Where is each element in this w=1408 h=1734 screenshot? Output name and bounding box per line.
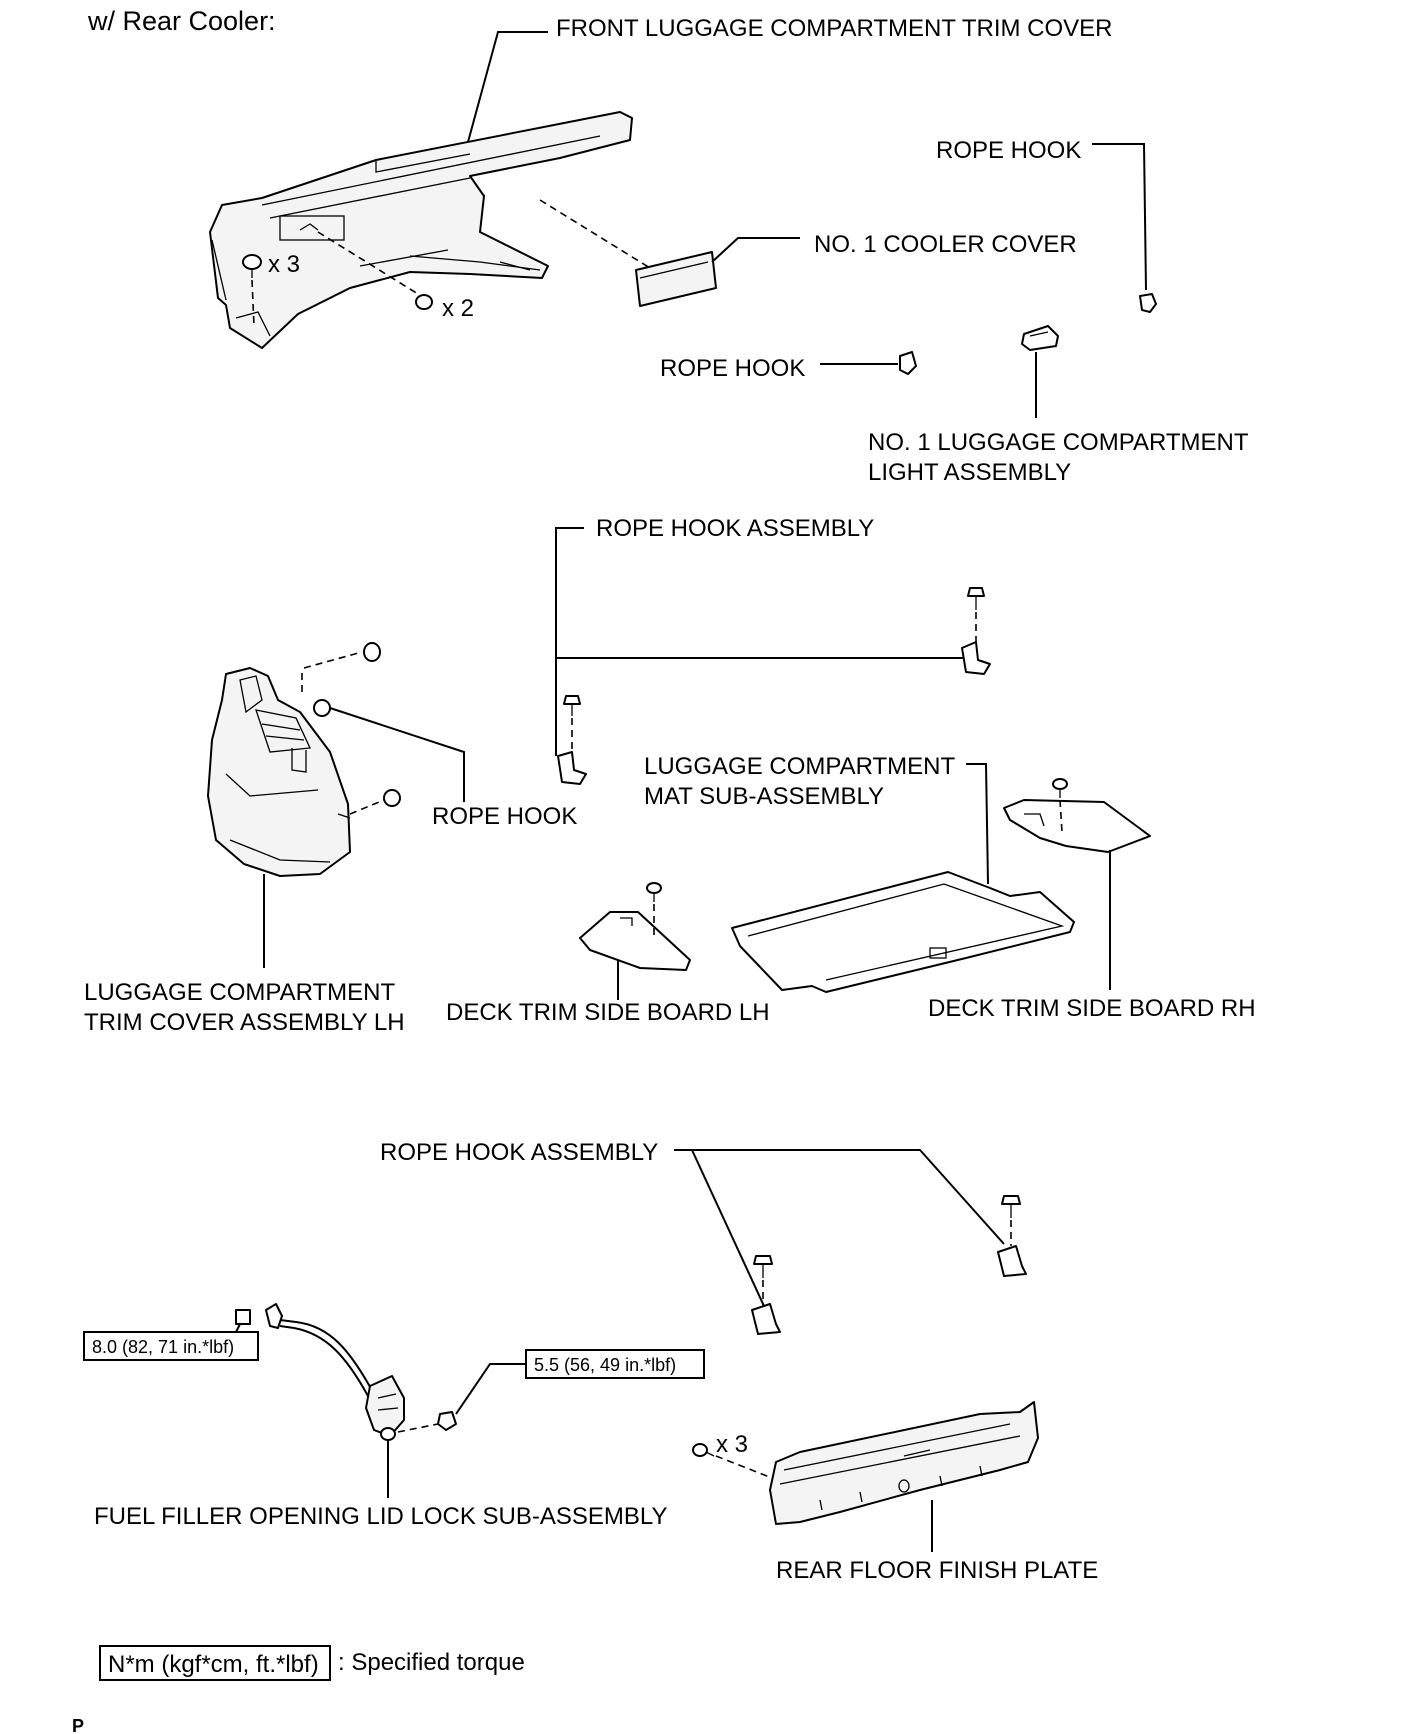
rope-hook-icon-upper [363,642,381,662]
rope-hook-icon-top-mid [899,351,917,375]
rope-hook-icon-lower [383,789,401,807]
label-rope-hook-assembly-mid: ROPE HOOK ASSEMBLY [596,515,874,542]
qty-clip-x3-top: x 3 [268,251,300,278]
legend-torque-box [99,1645,331,1681]
rope-hook-bracket-bottom-left [751,1303,781,1335]
torque-box-bolt [83,1331,259,1361]
deck-board-rh-part [1003,799,1151,853]
rope-hook-icon-middle [313,699,331,717]
luggage-mat-part [731,871,1075,993]
label-mat-line1: LUGGAGE COMPARTMENT [644,753,955,780]
label-rear-floor-plate: REAR FLOOR FINISH PLATE [776,1557,1098,1584]
torque-value-bolt: 8.0 (82, 71 in.*lbf) [92,1337,234,1357]
nut-icon-fuel-lock [437,1411,457,1431]
diagram-heading: w/ Rear Cooler: [87,6,276,36]
label-light-line1: NO. 1 LUGGAGE COMPARTMENT [868,429,1249,456]
label-rope-hook-mid-left: ROPE HOOK [432,803,577,830]
qty-clip-x2-top: x 2 [442,295,474,322]
clip-icon-x3 [242,254,262,278]
bolt-icon-deck-rh [1052,778,1068,798]
clip-icon-x3-bottom [692,1443,715,1457]
label-front-trim-cover: FRONT LUGGAGE COMPARTMENT TRIM COVER [556,15,1113,42]
rope-hook-bracket-mid-right [961,641,991,675]
legend-description: : Specified torque [338,1649,525,1676]
cooler-cover-part [635,251,717,307]
label-rope-hook-top-right: ROPE HOOK [936,137,1081,164]
trim-cover-lh-part [207,667,351,877]
bolt-icon-bottom-right [1001,1195,1021,1218]
label-light-line2: LIGHT ASSEMBLY [868,459,1071,486]
front-trim-cover-part [209,111,633,349]
label-rope-hook-top-mid: ROPE HOOK [660,355,805,382]
rear-floor-finish-plate-part [769,1401,1039,1525]
bolt-icon-mid-left [563,695,581,716]
qty-clip-x3-bottom: x 3 [716,1431,748,1458]
label-deck-rh: DECK TRIM SIDE BOARD RH [928,995,1256,1022]
luggage-light-part [1021,325,1059,351]
torque-box-nut [525,1349,705,1379]
clip-icon-x2 [415,294,433,310]
bolt-icon-bottom-left [753,1255,773,1278]
label-rope-hook-assembly-bottom: ROPE HOOK ASSEMBLY [380,1139,658,1166]
bolt-icon-deck-lh [646,882,662,902]
rope-hook-icon-top-right [1139,293,1157,313]
deck-board-lh-part [579,911,691,971]
torque-value-nut: 5.5 (56, 49 in.*lbf) [534,1355,676,1375]
bolt-icon-fuel-lock [235,1309,251,1325]
legend-unit-text: N*m (kgf*cm, ft.*lbf) [108,1651,319,1678]
bolt-icon-mid-right [967,587,985,610]
label-trim-lh-line2: TRIM COVER ASSEMBLY LH [84,1009,405,1036]
label-fuel-lock: FUEL FILLER OPENING LID LOCK SUB-ASSEMBL… [94,1503,668,1530]
fuel-lid-lock-part [265,1303,405,1441]
rope-hook-bracket-mid-left [557,751,587,785]
label-trim-lh-line1: LUGGAGE COMPARTMENT [84,979,395,1006]
label-deck-lh: DECK TRIM SIDE BOARD LH [446,999,770,1026]
rope-hook-bracket-bottom-right [997,1245,1027,1277]
label-cooler-cover: NO. 1 COOLER COVER [814,231,1077,258]
label-mat-line2: MAT SUB-ASSEMBLY [644,783,884,810]
footer-code: P [72,1716,84,1734]
